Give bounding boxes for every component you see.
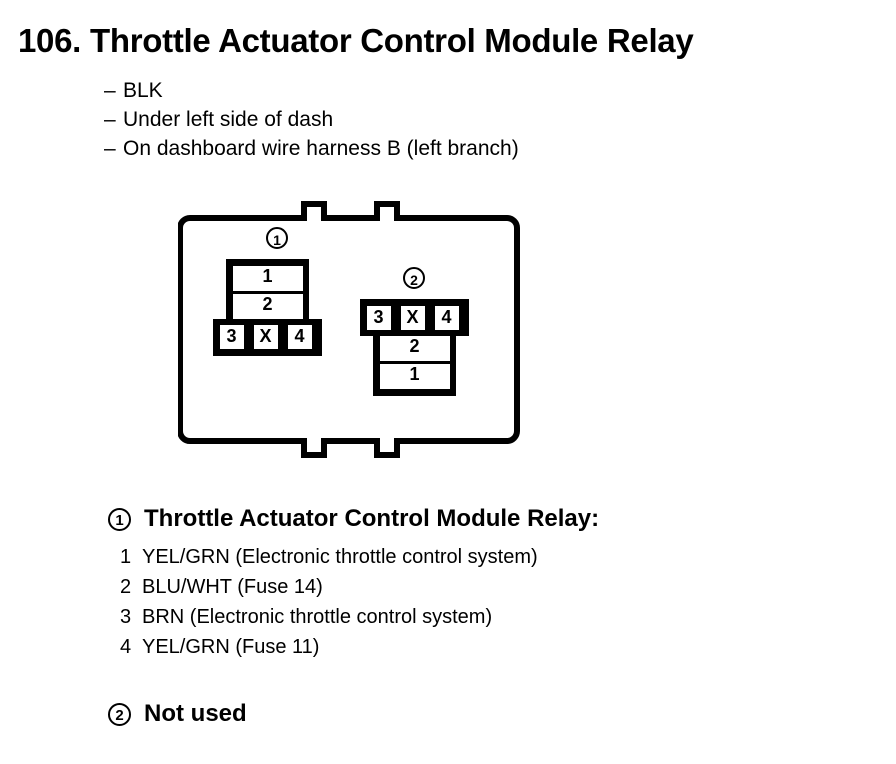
- note-dash-icon: –: [104, 79, 116, 102]
- pin-description: YEL/GRN (Fuse 11): [142, 636, 320, 658]
- page-title: 106.Throttle Actuator Control Module Rel…: [18, 22, 694, 60]
- pin-number: 3: [120, 606, 132, 628]
- pin-number: 2: [120, 576, 132, 598]
- legend-entry-2-header: 2 Not used: [108, 700, 848, 728]
- pin-cell: 4: [431, 302, 462, 333]
- legend-entry-1-title: Throttle Actuator Control Module Relay:: [144, 505, 600, 532]
- pin-cell: X: [250, 322, 281, 352]
- pin-description: BLU/WHT (Fuse 14): [142, 576, 323, 598]
- legend-entry-1-header: 1 Throttle Actuator Control Module Relay…: [108, 505, 848, 533]
- figure-callout-2: 2: [403, 267, 425, 289]
- pin-cell: X: [397, 302, 428, 333]
- pin-cell: 2: [376, 336, 453, 364]
- pin-assignment-row: 3 BRN (Electronic throttle control system…: [120, 602, 848, 632]
- note-text: BLK: [123, 79, 163, 102]
- relay-housing-outline: [178, 201, 520, 458]
- legend-entry-1: 1 Throttle Actuator Control Module Relay…: [108, 505, 848, 662]
- connector-2: 3 X 4 2 1: [360, 299, 469, 396]
- pin-cell: 3: [216, 322, 247, 352]
- legend-entry-2-title: Not used: [144, 700, 247, 727]
- connector-1: 1 2 3 X 4: [213, 259, 322, 356]
- pin-cell: 2: [229, 290, 306, 319]
- note-item: –Under left side of dash: [104, 105, 519, 134]
- pin-description: YEL/GRN (Electronic throttle control sys…: [142, 546, 538, 568]
- pin-assignment-list: 1 YEL/GRN (Electronic throttle control sy…: [120, 542, 848, 662]
- legend-callout-2: 2: [108, 702, 131, 726]
- pin-assignment-row: 4 YEL/GRN (Fuse 11): [120, 632, 848, 662]
- relay-connector-figure: 1 2 1 2 3 X 4 3 X 4 2 1: [178, 186, 523, 471]
- connector-1-pin-stack: 1 2: [226, 259, 309, 319]
- page-title-text: Throttle Actuator Control Module Relay: [90, 22, 694, 59]
- connector-1-pin-row: 3 X 4: [213, 318, 322, 356]
- connector-2-pin-row: 3 X 4: [360, 299, 469, 336]
- page-title-number: 106.: [18, 22, 82, 59]
- legend-callout-1: 1: [108, 507, 131, 531]
- note-dash-icon: –: [104, 137, 116, 160]
- notes-list: –BLK –Under left side of dash –On dashbo…: [104, 76, 519, 163]
- pin-number: 4: [120, 636, 132, 658]
- legend: 1 Throttle Actuator Control Module Relay…: [108, 505, 848, 737]
- note-dash-icon: –: [104, 108, 116, 131]
- pin-number: 1: [120, 546, 132, 568]
- legend-entry-2: 2 Not used: [108, 700, 848, 728]
- pin-cell: 1: [376, 364, 453, 392]
- note-text: Under left side of dash: [123, 108, 334, 131]
- note-item: –On dashboard wire harness B (left branc…: [104, 134, 519, 163]
- connector-2-pin-stack: 2 1: [373, 336, 456, 396]
- note-text: On dashboard wire harness B (left branch…: [123, 137, 519, 160]
- pin-cell: 3: [363, 302, 394, 333]
- pin-cell: 4: [284, 322, 315, 352]
- note-item: –BLK: [104, 76, 519, 105]
- pin-assignment-row: 1 YEL/GRN (Electronic throttle control sy…: [120, 542, 848, 572]
- pin-cell: 1: [229, 262, 306, 291]
- pin-description: BRN (Electronic throttle control system): [142, 606, 493, 628]
- figure-callout-1: 1: [266, 227, 288, 249]
- pin-assignment-row: 2 BLU/WHT (Fuse 14): [120, 572, 848, 602]
